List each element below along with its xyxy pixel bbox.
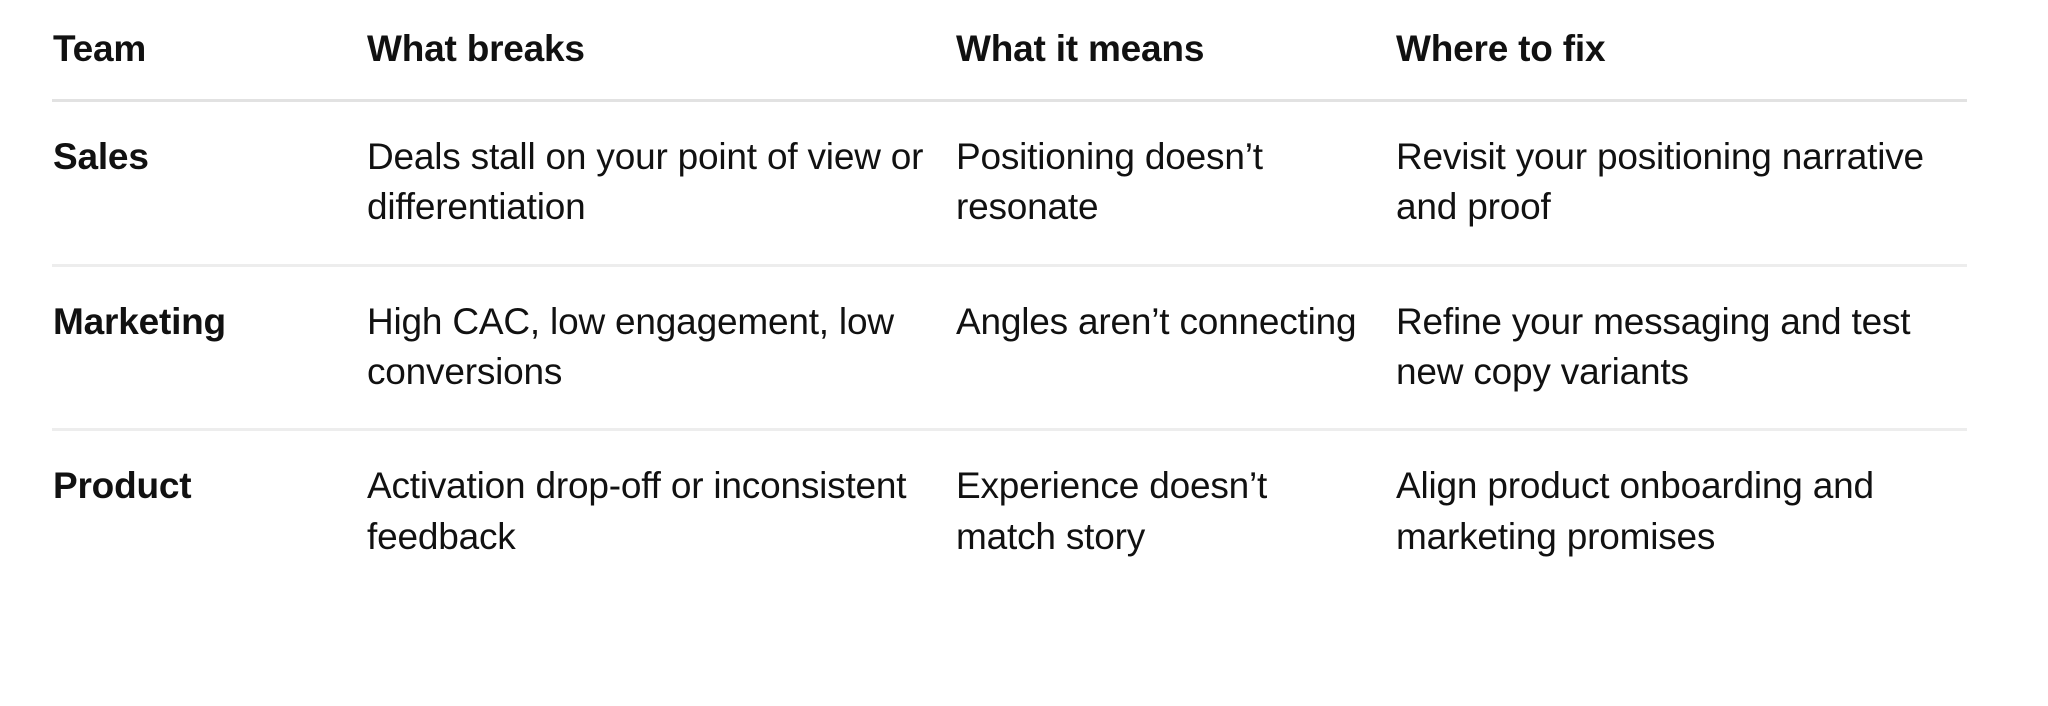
team-name: Marketing <box>53 300 226 342</box>
where-to-fix-text: Revisit your positioning narrative and p… <box>1396 136 1924 228</box>
table-row: Sales Deals stall on your point of view … <box>52 100 1967 267</box>
cell-team: Marketing <box>52 265 367 432</box>
cell-what-it-means: Positioning doesn’t resonate <box>956 100 1396 267</box>
what-breaks-text: Deals stall on your point of view or dif… <box>367 136 924 228</box>
cell-team: Sales <box>52 100 367 267</box>
column-header-fix: Where to fix <box>1396 0 1967 102</box>
cell-where-to-fix: Revisit your positioning narrative and p… <box>1396 100 1967 267</box>
what-breaks-text: Activation drop-off or inconsistent feed… <box>367 465 907 557</box>
table-header-row: Team What breaks What it means Where to … <box>52 0 1967 102</box>
cell-what-breaks: Deals stall on your point of view or dif… <box>367 100 956 267</box>
table-row: Product Activation drop-off or inconsist… <box>52 430 1967 593</box>
team-name: Product <box>53 465 192 507</box>
team-diagnostics-table: Team What breaks What it means Where to … <box>52 0 1967 593</box>
table-header: Team What breaks What it means Where to … <box>52 0 1967 102</box>
what-breaks-text: High CAC, low engagement, low conversion… <box>367 300 894 392</box>
column-header-means: What it means <box>956 0 1396 102</box>
table-container: Team What breaks What it means Where to … <box>52 0 1967 593</box>
where-to-fix-text: Align product onboarding and marketing p… <box>1396 465 1874 557</box>
column-header-team: Team <box>52 0 367 102</box>
cell-what-it-means: Angles aren’t connecting <box>956 265 1396 432</box>
what-it-means-text: Positioning doesn’t resonate <box>956 136 1263 228</box>
table-body: Sales Deals stall on your point of view … <box>52 100 1967 593</box>
column-header-breaks: What breaks <box>367 0 956 102</box>
cell-where-to-fix: Refine your messaging and test new copy … <box>1396 265 1967 432</box>
cell-what-breaks: High CAC, low engagement, low conversion… <box>367 265 956 432</box>
where-to-fix-text: Refine your messaging and test new copy … <box>1396 300 1911 392</box>
table-row: Marketing High CAC, low engagement, low … <box>52 265 1967 432</box>
cell-team: Product <box>52 430 367 593</box>
team-name: Sales <box>53 136 149 177</box>
cell-where-to-fix: Align product onboarding and marketing p… <box>1396 430 1967 593</box>
cell-what-breaks: Activation drop-off or inconsistent feed… <box>367 430 956 593</box>
what-it-means-text: Experience doesn’t match story <box>956 465 1268 557</box>
what-it-means-text: Angles aren’t connecting <box>956 300 1357 342</box>
cell-what-it-means: Experience doesn’t match story <box>956 430 1396 593</box>
